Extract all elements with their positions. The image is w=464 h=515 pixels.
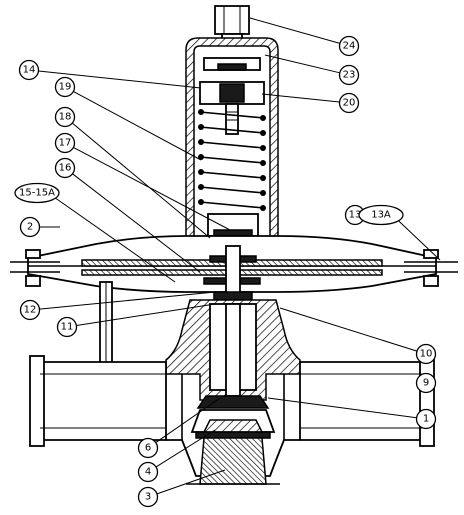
callout-bubble bbox=[358, 204, 404, 226]
main-spring bbox=[198, 109, 266, 211]
callout-label: 14 bbox=[23, 65, 36, 76]
callout-bubble bbox=[56, 316, 78, 338]
callout-bubble bbox=[137, 437, 159, 459]
callout-bubble bbox=[338, 64, 360, 86]
callout-label: 9 bbox=[423, 378, 429, 389]
callout-bubble bbox=[18, 59, 40, 81]
callout-bubble bbox=[338, 92, 360, 114]
callout-label: 11 bbox=[61, 322, 74, 333]
callout-bubble bbox=[338, 35, 360, 57]
leader-line bbox=[156, 469, 226, 495]
callout-label: 4 bbox=[145, 467, 151, 478]
leader-line bbox=[279, 307, 418, 352]
callout-label: 23 bbox=[343, 70, 356, 81]
callout-c14: 14 bbox=[18, 59, 202, 89]
leader-line bbox=[55, 197, 176, 283]
callout-c2: 2 bbox=[19, 216, 60, 238]
leader-line bbox=[264, 54, 340, 74]
callout-c24: 24 bbox=[249, 17, 360, 57]
callout-bubble bbox=[14, 182, 60, 204]
leader-line bbox=[261, 93, 340, 103]
callout-bubble bbox=[415, 372, 437, 394]
callout-c11: 11 bbox=[56, 303, 216, 338]
callout-bubble bbox=[19, 216, 41, 238]
callout-c9: 9 bbox=[415, 372, 437, 394]
leader-line bbox=[71, 122, 211, 239]
callout-bubble bbox=[54, 132, 76, 154]
callout-label: 13 bbox=[349, 210, 362, 221]
leader-line bbox=[267, 397, 417, 419]
leader-line bbox=[73, 146, 231, 231]
callout-bubble bbox=[137, 461, 159, 483]
leader-line bbox=[76, 303, 216, 327]
callout-c13a: 13A bbox=[358, 204, 441, 261]
callout-c16: 16 bbox=[54, 157, 201, 273]
callout-c6: 6 bbox=[137, 397, 221, 459]
leader-line bbox=[249, 17, 340, 44]
callout-c20: 20 bbox=[261, 92, 360, 114]
callout-bubble bbox=[137, 486, 159, 508]
callout-label: 24 bbox=[343, 41, 356, 52]
callout-label: 2 bbox=[27, 222, 33, 233]
upper-spring-plate bbox=[199, 57, 265, 135]
callout-c3: 3 bbox=[137, 469, 226, 508]
leader-line bbox=[155, 429, 216, 468]
leader-line bbox=[73, 91, 202, 161]
leader-line bbox=[39, 291, 216, 310]
callout-label: 12 bbox=[24, 305, 37, 316]
callout-bubble bbox=[415, 343, 437, 365]
callout-label: 3 bbox=[145, 492, 151, 503]
callout-c1: 1 bbox=[267, 397, 437, 430]
callout-label: 18 bbox=[59, 112, 72, 123]
callout-label: 15-15A bbox=[19, 188, 55, 199]
callout-bubble bbox=[54, 157, 76, 179]
callout-c17: 17 bbox=[54, 132, 231, 231]
callout-c18: 18 bbox=[54, 106, 211, 239]
callout-bubble bbox=[54, 106, 76, 128]
callout-label: 16 bbox=[59, 163, 72, 174]
callout-label: 17 bbox=[59, 138, 72, 149]
callout-c23: 23 bbox=[264, 54, 360, 86]
leader-line bbox=[72, 173, 201, 273]
callout-bubble bbox=[19, 299, 41, 321]
callout-label: 6 bbox=[145, 443, 151, 454]
callout-c1516: 15-15A bbox=[14, 182, 176, 283]
callout-label: 19 bbox=[59, 82, 72, 93]
callout-c19: 19 bbox=[54, 76, 202, 161]
sensing-tube bbox=[99, 281, 113, 365]
callout-c4: 4 bbox=[137, 429, 216, 483]
callout-c12: 12 bbox=[19, 291, 216, 321]
callout-label: 13A bbox=[371, 210, 391, 221]
callout-label: 20 bbox=[343, 98, 356, 109]
leader-line bbox=[38, 70, 202, 89]
callout-label: 1 bbox=[423, 414, 429, 425]
callout-bubble bbox=[54, 76, 76, 98]
callout-bubble bbox=[415, 408, 437, 430]
leader-line bbox=[398, 220, 441, 261]
callout-c10: 10 bbox=[279, 307, 437, 365]
callout-label: 10 bbox=[420, 349, 433, 360]
leader-line bbox=[155, 397, 221, 443]
